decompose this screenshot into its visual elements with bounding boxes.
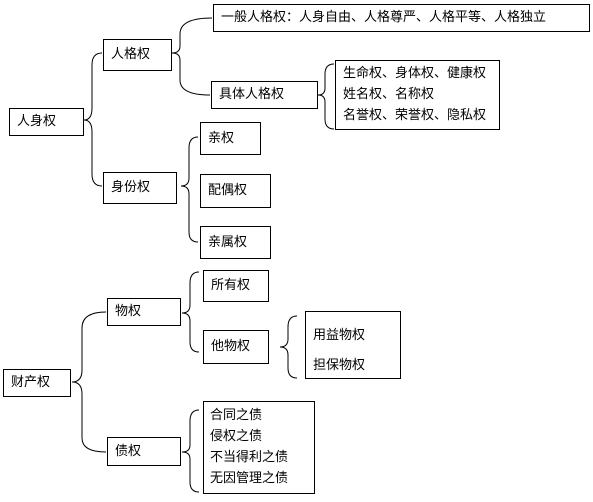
- node-property-rights: 财产权: [3, 369, 71, 397]
- brace-other-real-rights: [279, 315, 298, 379]
- node-label: 人格权: [111, 47, 151, 62]
- node-other-real-rights: 他物权: [203, 330, 269, 364]
- node-label: 他物权: [211, 339, 251, 354]
- node-label: 物权: [115, 304, 142, 319]
- list-item: 姓名权、名称权: [343, 87, 435, 102]
- node-creditor-rights: 债权: [107, 437, 181, 466]
- node-kinship-rights: 亲属权: [200, 226, 271, 259]
- brace-personality-rights: [171, 17, 213, 96]
- list-item: 生命权、身体权、健康权: [343, 66, 487, 81]
- brace-creditor-rights: [181, 409, 200, 493]
- list-item: 用益物权: [313, 328, 366, 343]
- node-parental-rights: 亲权: [200, 122, 261, 155]
- node-label: 配偶权: [208, 183, 248, 198]
- node-label: 财产权: [11, 375, 51, 390]
- node-ownership: 所有权: [203, 270, 269, 302]
- list-item: 侵权之债: [210, 429, 263, 444]
- node-spousal-rights: 配偶权: [200, 174, 271, 208]
- node-specific-personality-items: 生命权、身体权、健康权 姓名权、名称权 名誉权、荣誉权、隐私权: [335, 60, 500, 130]
- node-label: 所有权: [211, 278, 251, 293]
- brace-status-rights: [180, 136, 199, 243]
- list-item: 担保物权: [313, 358, 366, 373]
- node-specific-personality-rights: 具体人格权: [211, 81, 318, 109]
- node-real-rights: 物权: [107, 298, 181, 326]
- list-item: 无因管理之债: [210, 471, 289, 486]
- list-item: 合同之债: [210, 408, 263, 423]
- node-personality-rights: 人格权: [103, 39, 172, 71]
- node-label: 身份权: [111, 180, 151, 195]
- node-label: 人身权: [17, 114, 57, 129]
- node-label: 一般人格权：人身自由、人格尊严、人格平等、人格独立: [221, 10, 547, 25]
- node-personal-rights: 人身权: [9, 108, 84, 136]
- node-creditor-rights-items: 合同之债 侵权之债 不当得利之债 无因管理之债: [203, 401, 315, 494]
- list-item: 名誉权、荣誉权、隐私权: [343, 108, 487, 123]
- node-label: 具体人格权: [219, 87, 285, 102]
- brace-property-rights: [71, 311, 107, 453]
- list-item: 不当得利之债: [210, 450, 289, 465]
- node-label: 亲权: [208, 130, 235, 146]
- node-general-personality-rights: 一般人格权：人身自由、人格尊严、人格平等、人格独立: [213, 4, 590, 32]
- brace-personal-rights: [83, 52, 103, 187]
- node-label: 亲属权: [208, 234, 248, 250]
- brace-specific-personality: [317, 63, 335, 130]
- brace-real-rights: [181, 271, 200, 353]
- node-label: 债权: [115, 443, 142, 459]
- node-other-real-rights-items: 用益物权 担保物权: [305, 311, 401, 379]
- node-status-rights: 身份权: [103, 172, 177, 204]
